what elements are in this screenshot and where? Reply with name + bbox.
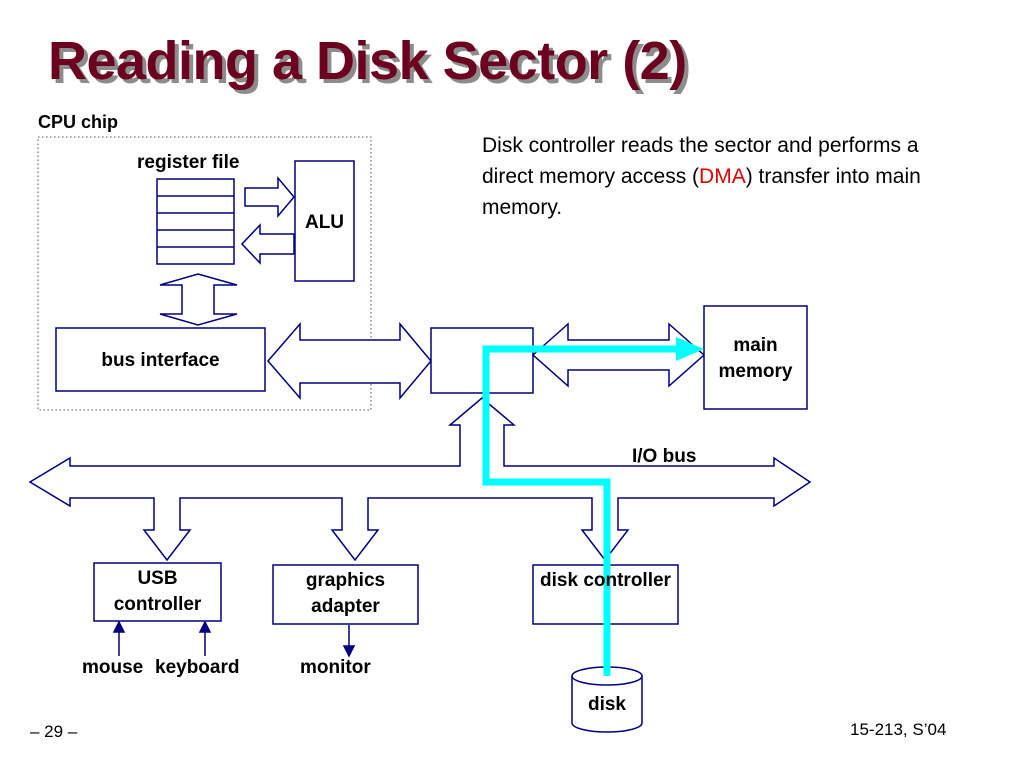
slide-title: Reading a Disk Sector (2) [48, 31, 687, 91]
course-label: 15-213, S’04 [850, 720, 947, 739]
usb-controller-box [93, 562, 222, 622]
graphics-adapter-box [272, 564, 419, 625]
description-text: Disk controller reads the sector and per… [482, 130, 952, 223]
graphics-adapter-label: graphics adapter [305, 570, 386, 617]
mouse-label: mouse [82, 657, 144, 678]
bus-interface-box [55, 327, 266, 392]
monitor-label: monitor [300, 657, 371, 678]
dma-path [482, 345, 680, 676]
register-to-alu-arrow [244, 175, 295, 219]
alu-box [294, 160, 355, 282]
device-arrows [112, 620, 356, 658]
alu-label: ALU [304, 212, 345, 233]
page-number: – 29 – [30, 722, 78, 741]
main-memory-label: main memory [718, 335, 793, 382]
dma-highlight: DMA [699, 165, 746, 188]
io-bus-arrow [28, 397, 812, 562]
io-bus-label: I/O bus [632, 446, 697, 467]
cpu-chip-boundary [37, 136, 372, 411]
alu-to-register-arrow [240, 223, 295, 265]
register-file [156, 178, 235, 265]
disk-controller-label: disk controller [540, 570, 671, 591]
register-bus-double-arrow [159, 273, 238, 326]
io-bridge-box [430, 327, 534, 394]
description-suffix: ) transfer into main memory. [482, 165, 921, 219]
keyboard-label: keyboard [155, 657, 240, 678]
dma-path-arrowhead [676, 337, 704, 361]
register-file-label: register file [137, 152, 240, 173]
usb-controller-label: USB controller [113, 568, 202, 615]
disk-label: disk [587, 694, 627, 715]
main-memory-box [703, 305, 808, 410]
description-prefix: Disk controller reads the sector and per… [482, 134, 919, 188]
system-bus-arrow [267, 321, 432, 401]
cpu-chip-label: CPU chip [38, 112, 119, 132]
bus-interface-label: bus interface [101, 350, 220, 371]
